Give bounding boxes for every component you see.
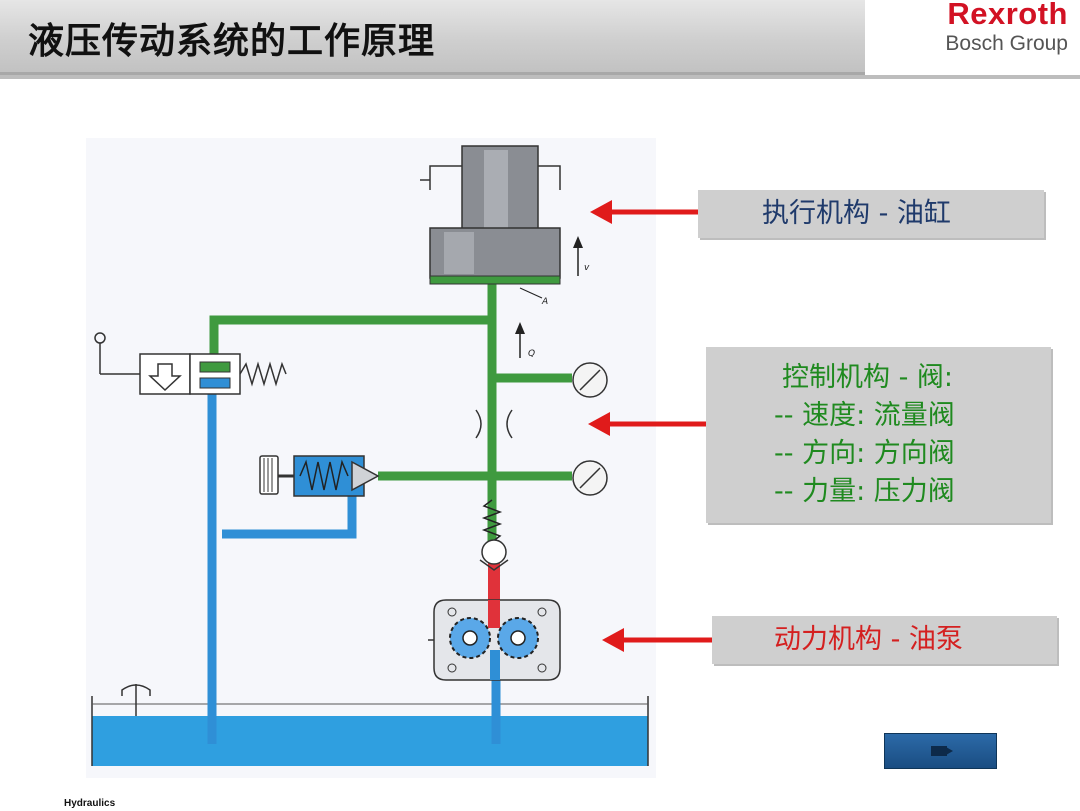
film-icon bbox=[931, 746, 953, 756]
slide-header: 液压传动系统的工作原理 Rexroth Bosch Group bbox=[0, 0, 1080, 82]
throttle-valve-icon bbox=[475, 409, 513, 439]
flow-arrow-icon bbox=[515, 322, 525, 358]
spring-icon bbox=[481, 499, 503, 543]
logo-sub-text: Bosch Group bbox=[945, 32, 1068, 55]
check-valve bbox=[479, 499, 509, 571]
rexroth-logo: Rexroth Bosch Group bbox=[865, 0, 1080, 72]
pressure-gauge-icon bbox=[572, 460, 608, 496]
power-label: 动力机构 - 油泵 bbox=[774, 624, 963, 655]
control-label-force: -- 力量: 压力阀 bbox=[774, 476, 955, 507]
arrow-down-icon bbox=[148, 363, 182, 392]
actuator-label: 执行机构 - 油缸 bbox=[762, 198, 951, 229]
control-label-title: 控制机构 - 阀: bbox=[782, 362, 954, 393]
pointer-arrow-actuator bbox=[590, 200, 698, 224]
power-label-box: 动力机构 - 油泵 bbox=[712, 616, 1057, 664]
play-video-button[interactable] bbox=[884, 733, 997, 769]
hydraulic-cylinder bbox=[420, 145, 561, 285]
pointer-arrow-control bbox=[588, 412, 706, 436]
directional-valve bbox=[94, 332, 287, 395]
return-line bbox=[207, 390, 501, 744]
pressure-relief-valve bbox=[259, 455, 380, 497]
control-label-box: 控制机构 - 阀: -- 速度: 流量阀 -- 方向: 方向阀 -- 力量: 压… bbox=[706, 347, 1051, 523]
slide-title: 液压传动系统的工作原理 bbox=[28, 21, 436, 62]
title-band: 液压传动系统的工作原理 bbox=[0, 0, 865, 75]
control-label-direction: -- 方向: 方向阀 bbox=[774, 438, 955, 469]
spring-icon bbox=[239, 361, 287, 387]
spring-icon bbox=[299, 459, 349, 491]
logo-brand-text: Rexroth bbox=[947, 0, 1068, 31]
area-mark: A bbox=[541, 297, 548, 307]
oil-tank bbox=[91, 684, 649, 766]
flow-mark: Q bbox=[528, 349, 535, 359]
control-label-speed: -- 速度: 流量阀 bbox=[774, 400, 955, 431]
diagram-background bbox=[86, 138, 656, 778]
header-divider bbox=[0, 75, 1080, 79]
pointer-arrow-power bbox=[602, 628, 712, 652]
gear-pump bbox=[428, 599, 561, 681]
velocity-arrow-icon bbox=[573, 236, 583, 276]
actuator-label-box: 执行机构 - 油缸 bbox=[698, 190, 1044, 238]
pressure-line bbox=[209, 282, 572, 548]
pressure-gauge-icon bbox=[572, 362, 608, 398]
velocity-mark: v bbox=[584, 263, 590, 273]
tank-oil bbox=[92, 716, 648, 766]
footer-label: Hydraulics bbox=[64, 798, 116, 809]
